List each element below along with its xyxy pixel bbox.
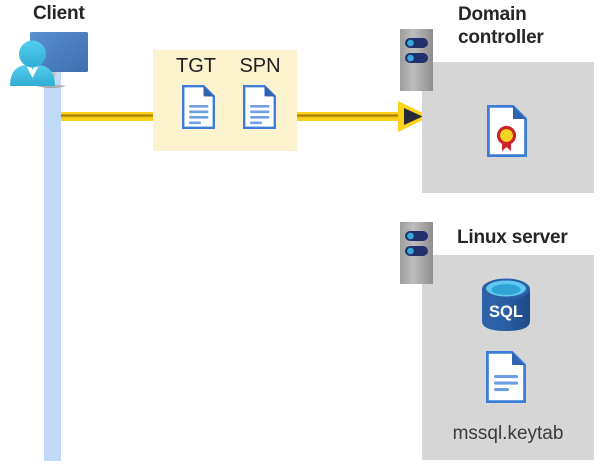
client-user-computer-icon <box>8 28 98 96</box>
document-icon <box>243 85 276 129</box>
flow-arrow-head <box>397 100 431 134</box>
client-lifeline <box>44 72 61 461</box>
linux-server-label: Linux server <box>457 227 568 248</box>
spn-label: SPN <box>239 55 281 77</box>
sql-badge-text: SQL <box>489 303 523 321</box>
sql-database-icon: SQL <box>479 277 533 333</box>
client-label: Client <box>33 3 85 24</box>
certificate-document-icon <box>487 105 527 157</box>
keytab-filename-label: mssql.keytab <box>452 423 564 444</box>
domain-controller-label: Domain controller <box>458 4 544 48</box>
document-icon <box>182 85 215 129</box>
flow-arrow-segment-right <box>297 112 400 121</box>
tgt-label: TGT <box>176 55 216 77</box>
keytab-document-icon <box>486 351 526 403</box>
server-rack-icon <box>400 29 433 96</box>
server-rack-icon <box>400 222 433 289</box>
flow-arrow-segment-left <box>61 112 153 121</box>
